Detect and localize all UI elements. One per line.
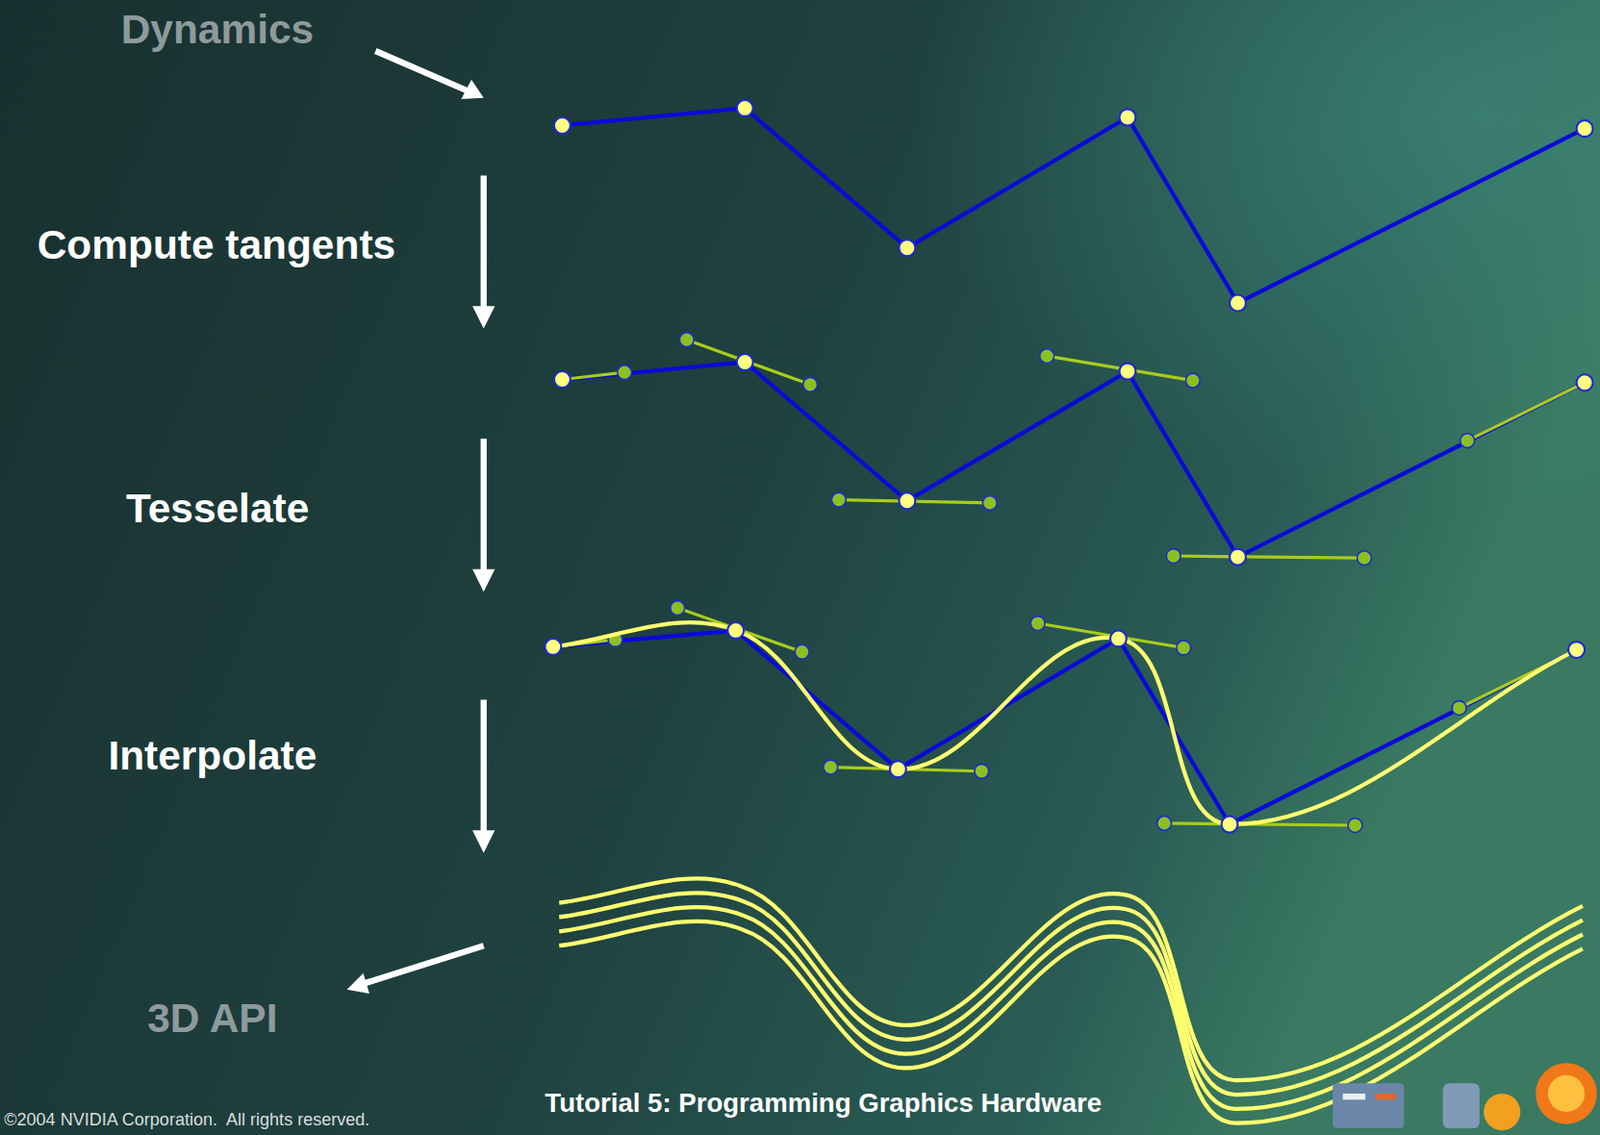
arrow-head — [472, 305, 495, 329]
tangent-handle — [1030, 616, 1045, 632]
tangent-handle — [679, 332, 694, 348]
arrow — [375, 50, 467, 91]
control-point — [1118, 108, 1136, 126]
tangent-line — [677, 608, 802, 653]
tangent-line — [561, 372, 625, 380]
control-polyline — [561, 107, 1585, 304]
strand-curve — [558, 907, 1583, 1110]
flow-arrows — [347, 50, 496, 994]
tangent-line — [1038, 623, 1185, 648]
control-point — [736, 100, 754, 117]
tangent-handle — [974, 763, 990, 779]
stage-tessellate — [544, 601, 1585, 834]
arrow — [481, 175, 487, 308]
tangent-handle — [670, 601, 686, 616]
tangent-handle — [794, 644, 810, 660]
tangent-handle — [1460, 433, 1475, 449]
stage-label: 3D API — [147, 995, 278, 1042]
logo-sun — [1548, 1075, 1585, 1113]
control-point — [1229, 549, 1246, 566]
logo-block — [1332, 1083, 1404, 1129]
logo-block — [1443, 1083, 1480, 1129]
control-point — [727, 622, 744, 639]
logo-sun — [1535, 1063, 1598, 1125]
control-polyline — [561, 362, 1585, 559]
footer-title: Tutorial 5: Programming Graphics Hardwar… — [544, 1088, 1102, 1118]
tangent-handle — [982, 495, 997, 510]
control-point — [1568, 641, 1585, 659]
tangent-handle — [803, 377, 818, 392]
tangent-line — [1173, 556, 1365, 559]
tangent-line — [1046, 355, 1194, 381]
control-point — [1229, 295, 1246, 312]
tangent-handle — [1166, 549, 1181, 564]
arrow-head — [472, 830, 495, 853]
logo-sun — [1483, 1093, 1521, 1131]
interpolated-curve — [553, 622, 1577, 825]
control-point — [554, 371, 571, 388]
logo — [1332, 1063, 1598, 1131]
control-point — [554, 117, 571, 134]
control-point — [736, 354, 754, 371]
control-point — [544, 638, 561, 656]
control-point — [889, 761, 907, 778]
arrow-head — [472, 569, 495, 592]
tangent-handle — [831, 492, 846, 508]
stage-label: Tesselate — [126, 485, 309, 532]
logo-stroke — [1375, 1093, 1397, 1100]
curve-stages — [544, 100, 1593, 1124]
stage-label: Compute tangents — [37, 222, 396, 268]
arrow — [364, 945, 484, 984]
stage-interpolate — [558, 878, 1583, 1123]
control-point — [898, 239, 915, 256]
arrow — [481, 438, 487, 572]
control-point — [1110, 630, 1127, 647]
tangent-handle — [1357, 551, 1372, 566]
control-point — [1576, 120, 1594, 137]
arrow — [481, 700, 487, 834]
stage-label: Dynamics — [121, 5, 314, 51]
arrow-head — [460, 79, 483, 100]
arrow-head — [347, 973, 370, 994]
tangent-handle — [823, 760, 839, 775]
logo-stroke — [1343, 1093, 1366, 1100]
stage-tangents — [554, 332, 1594, 566]
copyright-note: ©2004 NVIDIA Corporation. All rights res… — [3, 1110, 370, 1130]
stage-label: Interpolate — [107, 733, 317, 779]
tangent-line — [686, 339, 811, 385]
tangent-handle — [617, 365, 633, 381]
tangent-handle — [1157, 815, 1172, 831]
control-point — [898, 492, 915, 509]
tangent-handle — [1185, 373, 1200, 388]
tangent-handle — [1451, 701, 1467, 716]
tangent-line — [1467, 382, 1585, 441]
tangent-handle — [1176, 640, 1192, 656]
tangent-handle — [1347, 818, 1363, 834]
tangent-handle — [1040, 349, 1055, 364]
stage-dynamics — [554, 100, 1594, 312]
control-point — [1221, 815, 1239, 833]
control-point — [1118, 363, 1136, 381]
control-polyline — [553, 630, 1577, 825]
control-point — [1576, 374, 1594, 391]
